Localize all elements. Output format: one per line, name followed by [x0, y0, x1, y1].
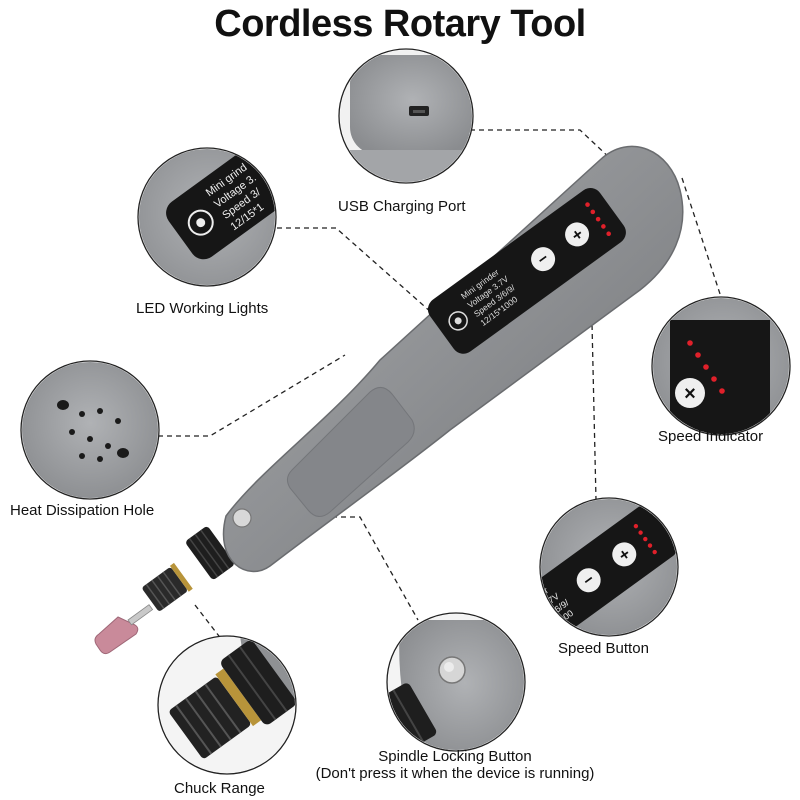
speed-led [606, 231, 611, 237]
zoom-led-lights: Mini grind Voltage 3. Speed 3/ 12/15*1 [137, 147, 277, 287]
brass-ring [215, 668, 262, 727]
bit-shaft [127, 604, 154, 626]
speed-led [652, 549, 657, 555]
label-led-working-lights: LED Working Lights [136, 300, 269, 317]
nose-ring [186, 526, 234, 580]
spindle-lock-button [232, 508, 252, 528]
speed-led [633, 523, 639, 529]
page-title: Cordless Rotary Tool [214, 3, 586, 45]
zoom-chuck [157, 635, 297, 775]
plus-button [612, 542, 637, 567]
label-usb-charging-port: USB Charging Port [338, 198, 466, 215]
speed-led [719, 388, 725, 394]
zoom-spindle-lock [386, 612, 526, 752]
collet-nut [142, 567, 187, 611]
label-chuck-range: Chuck Range [174, 780, 265, 797]
minus-button [576, 568, 601, 593]
plus-button [565, 222, 590, 247]
zoom-speed-button: der 3.7V 3/6/9/ 1000 − + [539, 497, 679, 637]
grinding-stone [94, 616, 139, 655]
speed-led [595, 216, 601, 222]
zoom-usb-port [338, 48, 474, 184]
label-spindle-line2: (Don't press it when the device is runni… [315, 765, 595, 782]
speed-led [590, 209, 596, 215]
label-speed-indicator: Speed Indicator [658, 428, 764, 445]
speed-led [647, 543, 653, 548]
speed-led [601, 224, 606, 229]
led-light-icon [187, 209, 214, 236]
led-light-icon [448, 311, 468, 331]
grip-recess [286, 387, 415, 517]
plus-button [675, 378, 705, 408]
close-x-icon: × [684, 383, 696, 405]
speed-led [687, 340, 693, 346]
label-spindle-line1: Spindle Locking Button [378, 748, 532, 765]
label-heat-dissipation-hole: Heat Dissipation Hole [10, 502, 155, 519]
speed-led [711, 376, 717, 382]
speed-led [695, 352, 701, 358]
speed-led [638, 530, 643, 535]
label-speed-button: Speed Button [558, 640, 649, 657]
label-spindle-locking-button: Spindle Locking Button (Don't press it w… [290, 748, 620, 782]
speed-led [643, 536, 648, 542]
minus-button [531, 247, 556, 272]
rotary-tool: Mini grinder Voltage 3.7V Speed 3/6/9/ 1… [94, 145, 684, 655]
speed-led [585, 202, 590, 207]
speed-led [703, 364, 709, 370]
zoom-speed-indicator: × [651, 296, 791, 436]
brass-ring [169, 562, 193, 592]
zoom-heat-holes [20, 360, 160, 500]
vent-holes [57, 400, 129, 462]
